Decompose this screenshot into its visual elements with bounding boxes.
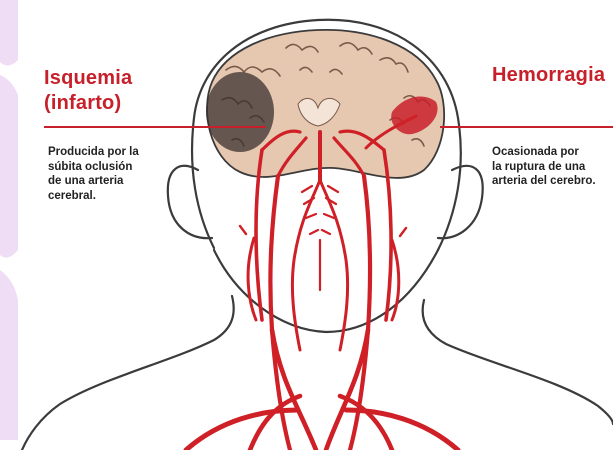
hemorrhage-desc-line-1: Ocasionada por <box>492 145 613 160</box>
hemorrhage-leader-line <box>440 126 613 128</box>
hemorrhage-description: Ocasionada por la ruptura de una arteria… <box>492 145 613 189</box>
ischemia-title-line-2: (infarto) <box>44 91 132 116</box>
ischemia-description: Producida por la súbita oclusión de una … <box>48 145 188 203</box>
ischemia-leader-line <box>44 126 266 128</box>
ischemia-desc-line-1: Producida por la <box>48 145 188 160</box>
ischemia-desc-line-4: cerebral. <box>48 189 188 204</box>
ischemia-desc-line-3: de una arteria <box>48 174 188 189</box>
artery-tree-icon <box>186 131 458 450</box>
ischemia-title: Isquemia (infarto) <box>44 66 132 116</box>
brain-section-icon <box>206 30 444 178</box>
hemorrhage-title: Hemorragia <box>492 63 605 88</box>
hemorrhage-desc-line-2: la ruptura de una <box>492 160 613 175</box>
ischemia-title-line-1: Isquemia <box>44 66 132 91</box>
hemorrhage-desc-line-3: arteria del cerebro. <box>492 174 613 189</box>
ischemia-desc-line-2: súbita oclusión <box>48 160 188 175</box>
ischemia-region <box>206 72 274 152</box>
